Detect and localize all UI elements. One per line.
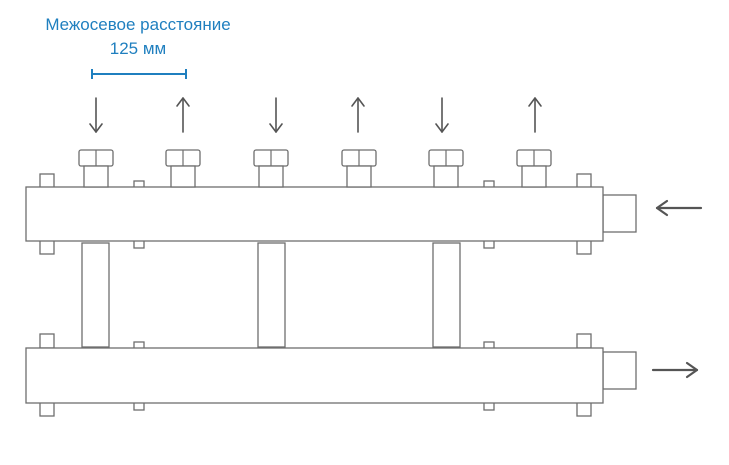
outlet-fitting-1 [78,149,114,188]
arrow-up-icon [528,97,542,133]
outlet-fitting-3 [253,149,289,188]
connector-pipe-1 [81,242,110,348]
outlet-stub [602,351,637,390]
arrow-down-icon [435,97,449,133]
dimension-line [91,69,187,79]
arrow-down-icon [89,97,103,133]
arrow-down-icon [269,97,283,133]
center-distance-title: Межосевое расстояние [45,15,231,34]
return-manifold-bar [25,347,604,404]
connector-pipe-3 [432,242,461,348]
outlet-fitting-4 [341,149,377,188]
inlet-stub [602,194,637,233]
outlet-fitting-2 [165,149,201,188]
outlet-fitting-6 [516,149,552,188]
outlet-fitting-5 [428,149,464,188]
arrow-up-icon [351,97,365,133]
center-distance-value: 125 мм [109,39,167,58]
connector-pipe-2 [257,242,286,348]
supply-manifold-bar [25,186,604,242]
arrow-up-icon [176,97,190,133]
arrow-right-icon [651,361,699,379]
arrow-left-icon [655,199,703,217]
